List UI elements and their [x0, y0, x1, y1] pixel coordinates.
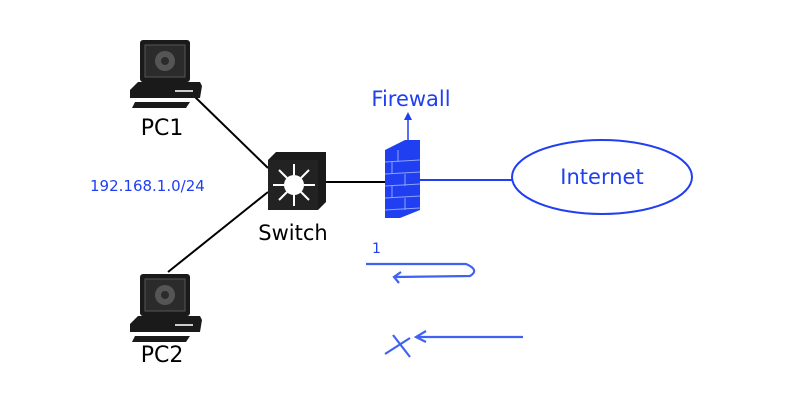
pc1-icon [129, 39, 203, 109]
flow-step-label: 1 [372, 241, 381, 257]
pc1-label: PC1 [141, 116, 184, 141]
pc2-icon [129, 273, 203, 343]
firewall-arrowhead [404, 112, 412, 120]
link-pc2-switch [167, 191, 269, 273]
flow-return-arrowhead [392, 271, 402, 284]
flow-inbound-arrowhead [413, 330, 427, 343]
subnet-label: 192.168.1.0/24 [90, 177, 205, 195]
blocked-x-icon [384, 334, 411, 358]
link-pc1-switch [192, 94, 269, 169]
flow-return-arrow [366, 262, 476, 279]
internet-label: Internet [560, 165, 643, 189]
firewall-label: Firewall [371, 87, 450, 111]
switch-icon [268, 152, 326, 210]
internet-cloud [511, 139, 693, 215]
pc2-label: PC2 [141, 343, 184, 368]
firewall-icon [384, 140, 421, 218]
switch-label: Switch [258, 221, 327, 245]
